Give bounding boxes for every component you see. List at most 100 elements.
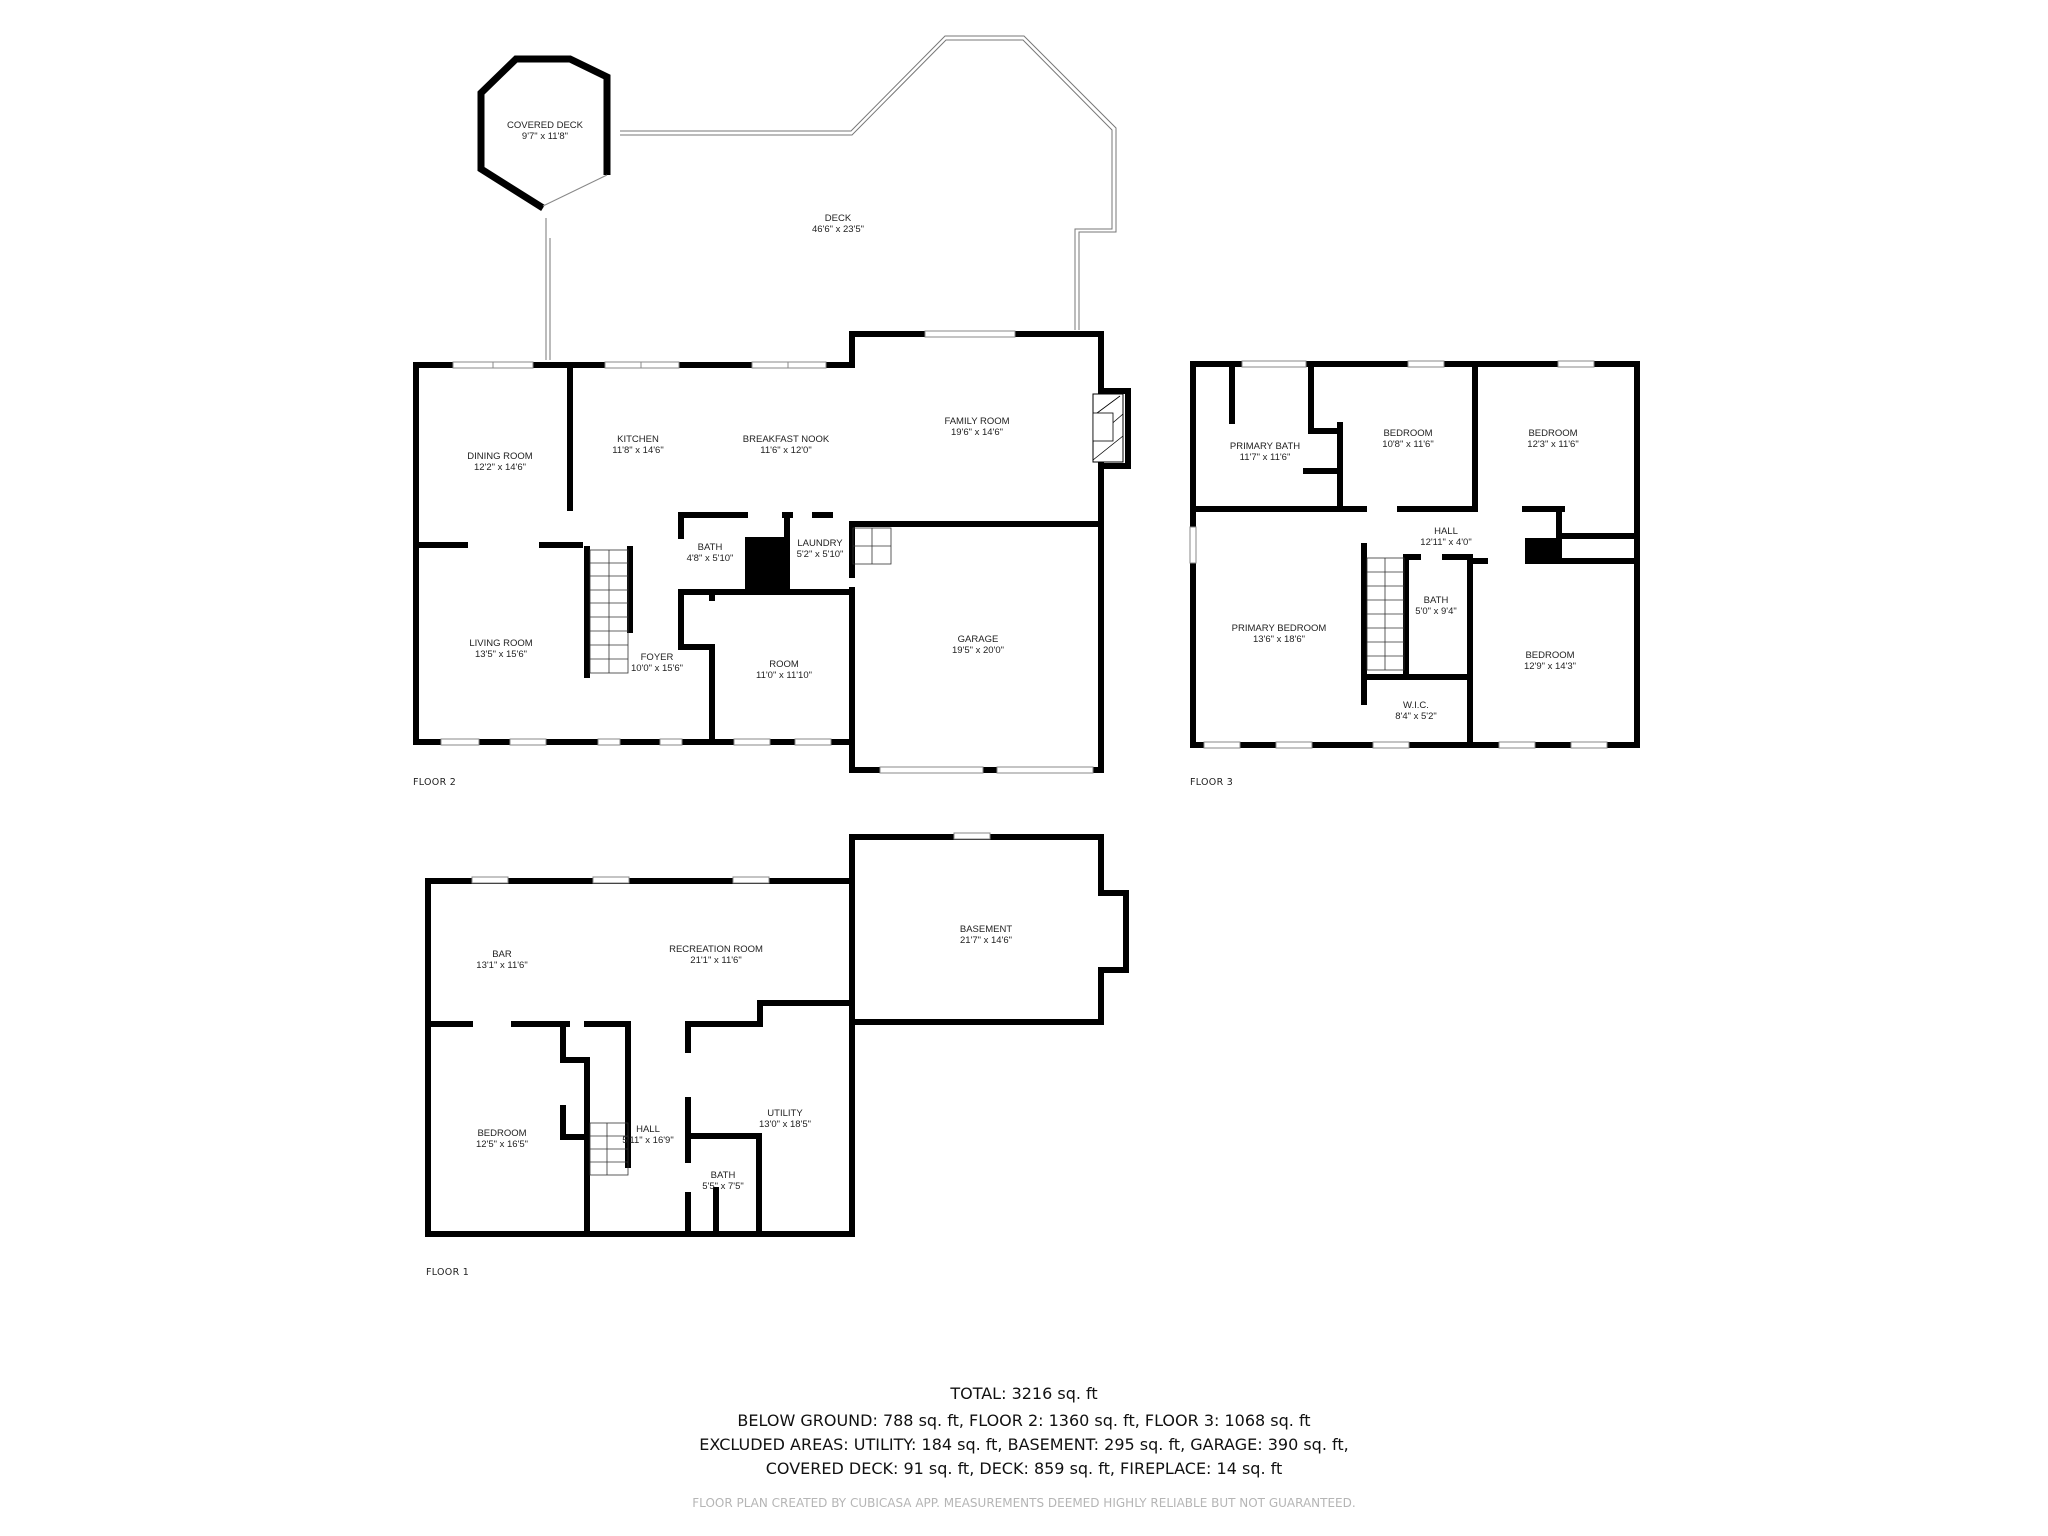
room-hall-floor1: HALL 5'11" x 16'9" xyxy=(622,1124,673,1146)
room-name: GARAGE xyxy=(957,634,999,645)
room-living-room: LIVING ROOM 13'5" x 15'6" xyxy=(469,638,532,660)
room-hall-floor3: HALL 12'11" x 4'0" xyxy=(1420,526,1471,548)
room-family-room: FAMILY ROOM 19'6" x 14'6" xyxy=(944,416,1009,438)
room-dimensions: 12'11" x 4'0" xyxy=(1420,537,1472,548)
room-name: COVERED DECK xyxy=(506,120,584,131)
room-bath-floor1: BATH 5'5" x 7'5" xyxy=(702,1170,744,1192)
room-name: HALL xyxy=(1434,526,1458,537)
covered-deck-octagon xyxy=(477,55,611,211)
floor1-label: FLOOR 1 xyxy=(426,1267,470,1278)
floor3-chimney-block xyxy=(1525,538,1558,562)
floor2-windows xyxy=(440,330,1094,774)
room-dimensions: 12'5" x 16'5" xyxy=(475,1139,529,1150)
room-breakfast-nook: BREAKFAST NOOK 11'6" x 12'0" xyxy=(743,434,829,456)
fireplace xyxy=(1092,393,1124,463)
room-dimensions: 13'0" x 18'5" xyxy=(758,1119,812,1130)
room-dimensions: 13'5" x 15'6" xyxy=(474,649,528,660)
room-dimensions: 5'11" x 16'9" xyxy=(622,1135,674,1146)
room-name: BAR xyxy=(492,949,512,960)
room-name: BREAKFAST NOOK xyxy=(742,434,830,445)
area-breakdown-line2: EXCLUDED AREAS: UTILITY: 184 sq. ft, BAS… xyxy=(699,1435,1349,1454)
room-primary-bedroom: PRIMARY BEDROOM 13'6" x 18'6" xyxy=(1232,623,1327,645)
total-area: TOTAL: 3216 sq. ft xyxy=(950,1384,1098,1403)
area-breakdown-line3: COVERED DECK: 91 sq. ft, DECK: 859 sq. f… xyxy=(765,1459,1283,1478)
deck-railing xyxy=(545,35,1117,360)
room-name: HALL xyxy=(636,1124,660,1135)
room-recreation-room: RECREATION ROOM 21'1" x 11'6" xyxy=(669,944,763,966)
room-bath-floor2: BATH 4'8" x 5'10" xyxy=(687,542,734,564)
room-dimensions: 10'8" x 11'6" xyxy=(1382,439,1434,450)
room-basement: BASEMENT 21'7" x 14'6" xyxy=(960,924,1012,946)
room-dimensions: 13'1" x 11'6" xyxy=(476,960,528,971)
room-name: LAUNDRY xyxy=(797,538,843,549)
room-dimensions: 11'6" x 12'0" xyxy=(760,445,812,456)
room-dimensions: 11'7" x 11'6" xyxy=(1239,452,1291,463)
room-name: W.I.C. xyxy=(1403,700,1429,711)
room-name: FOYER xyxy=(640,652,674,663)
room-name: BATH xyxy=(710,1170,736,1181)
room-name: BASEMENT xyxy=(959,924,1013,935)
area-breakdown-line1: BELOW GROUND: 788 sq. ft, FLOOR 2: 1360 … xyxy=(737,1411,1311,1430)
room-name: FAMILY ROOM xyxy=(944,416,1010,427)
floor3-stairs xyxy=(1366,557,1405,671)
room-dimensions: 5'0" x 9'4" xyxy=(1415,606,1457,617)
room-dimensions: 11'0" x 11'10" xyxy=(756,670,812,681)
room-name: BEDROOM xyxy=(1528,428,1578,439)
floor3-walls xyxy=(1190,361,1640,748)
room-bedroom-c: BEDROOM 12'9" x 14'3" xyxy=(1524,650,1576,672)
floor1-stairs xyxy=(589,1122,629,1176)
room-name: PRIMARY BATH xyxy=(1229,441,1301,452)
room-dimensions: 4'8" x 5'10" xyxy=(686,553,734,564)
room-kitchen: KITCHEN 11'8" x 14'6" xyxy=(612,434,663,456)
room-bedroom-a: BEDROOM 10'8" x 11'6" xyxy=(1382,428,1433,450)
floor3-windows xyxy=(1189,360,1608,749)
room-bar: BAR 13'1" x 11'6" xyxy=(476,949,527,971)
room-dimensions: 21'7" x 14'6" xyxy=(959,935,1013,946)
room-garage: GARAGE 19'5" x 20'0" xyxy=(952,634,1004,656)
floor2-stairs xyxy=(589,527,892,674)
room-dimensions: 9'7" x 11'8" xyxy=(521,131,569,142)
chimney-block xyxy=(745,537,789,592)
room-bedroom-b: BEDROOM 12'3" x 11'6" xyxy=(1527,428,1578,450)
room-walk-in-closet: W.I.C. 8'4" x 5'2" xyxy=(1395,700,1437,722)
room-dimensions: 12'2" x 14'6" xyxy=(473,462,527,473)
room-dimensions: 19'5" x 20'0" xyxy=(951,645,1005,656)
room-dimensions: 11'8" x 14'6" xyxy=(612,445,664,456)
room-name: DINING ROOM xyxy=(467,451,533,462)
room-dining-room: DINING ROOM 12'2" x 14'6" xyxy=(467,451,532,473)
room-name: LIVING ROOM xyxy=(469,638,533,649)
room-dimensions: 19'6" x 14'6" xyxy=(950,427,1004,438)
floor3-label: FLOOR 3 xyxy=(1190,777,1234,788)
room-foyer: FOYER 10'0" x 15'6" xyxy=(631,652,683,674)
room-dimensions: 12'3" x 11'6" xyxy=(1527,439,1579,450)
room-dimensions: 21'1" x 11'6" xyxy=(690,955,742,966)
room-laundry: LAUNDRY 5'2" x 5'10" xyxy=(797,538,844,560)
room-bedroom-floor1: BEDROOM 12'5" x 16'5" xyxy=(476,1128,528,1150)
disclaimer: FLOOR PLAN CREATED BY CUBICASA APP. MEAS… xyxy=(692,1496,1356,1510)
room-name: DECK xyxy=(824,213,852,224)
room-deck: DECK 46'6" x 23'5" xyxy=(812,213,864,235)
room-name: BEDROOM xyxy=(477,1128,527,1139)
room-dimensions: 8'4" x 5'2" xyxy=(1395,711,1437,722)
room-bath-floor3: BATH 5'0" x 9'4" xyxy=(1415,595,1457,617)
room-primary-bath: PRIMARY BATH 11'7" x 11'6" xyxy=(1230,441,1300,463)
room-dimensions: 5'5" x 7'5" xyxy=(702,1181,744,1192)
room-dimensions: 13'6" x 18'6" xyxy=(1252,634,1306,645)
room-name: UTILITY xyxy=(767,1108,803,1119)
room-name: BATH xyxy=(1423,595,1449,606)
room-name: BEDROOM xyxy=(1383,428,1433,439)
room-dimensions: 10'0" x 15'6" xyxy=(630,663,684,674)
room-covered-deck: COVERED DECK 9'7" x 11'8" xyxy=(507,120,583,142)
floor1-windows xyxy=(471,832,991,884)
room-name: BEDROOM xyxy=(1525,650,1575,661)
floor1-walls xyxy=(425,834,1129,1237)
room-name: BATH xyxy=(697,542,723,553)
room-name: KITCHEN xyxy=(617,434,659,445)
room-name: PRIMARY BEDROOM xyxy=(1231,623,1327,634)
room-dimensions: 5'2" x 5'10" xyxy=(796,549,844,560)
room-room: ROOM 11'0" x 11'10" xyxy=(756,659,812,681)
room-name: RECREATION ROOM xyxy=(669,944,763,955)
room-dimensions: 46'6" x 23'5" xyxy=(811,224,865,235)
room-dimensions: 12'9" x 14'3" xyxy=(1523,661,1577,672)
